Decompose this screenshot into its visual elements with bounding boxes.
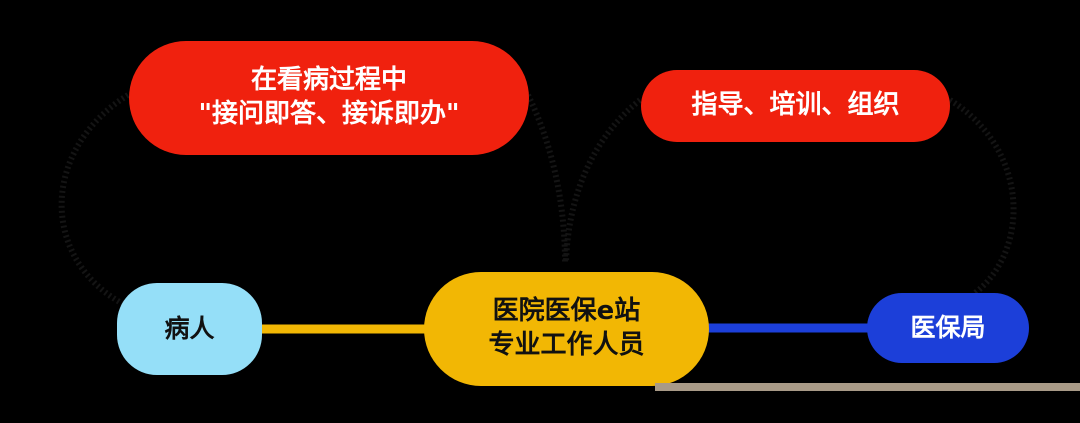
- node-patient-label: 病人: [164, 313, 215, 343]
- connector-guidance-staff: [563, 97, 642, 263]
- node-patient: 病人: [117, 283, 262, 375]
- node-staff-line-1: 医院医保e站: [492, 296, 641, 327]
- node-insurance-bureau: 医保局: [867, 293, 1029, 363]
- node-staff-line-2: 专业工作人员: [488, 330, 645, 360]
- node-hospital-staff: 医院医保e站 专业工作人员: [424, 272, 709, 386]
- bottom-edge-strip: [655, 383, 1080, 391]
- node-consult-line-1: 在看病过程中: [250, 65, 407, 96]
- connector-guidance-bureau: [948, 97, 1017, 296]
- node-consult-during-visit: 在看病过程中 "接问即答、接诉即办": [129, 41, 529, 155]
- connector-consult-patient: [58, 92, 130, 308]
- node-consult-line-2: "接问即答、接诉即办": [198, 99, 460, 129]
- connector-consult-staff: [525, 93, 568, 263]
- node-guidance-training: 指导、培训、组织: [641, 70, 950, 142]
- node-bureau-label: 医保局: [910, 312, 986, 342]
- node-guidance-label: 指导、培训、组织: [691, 90, 900, 121]
